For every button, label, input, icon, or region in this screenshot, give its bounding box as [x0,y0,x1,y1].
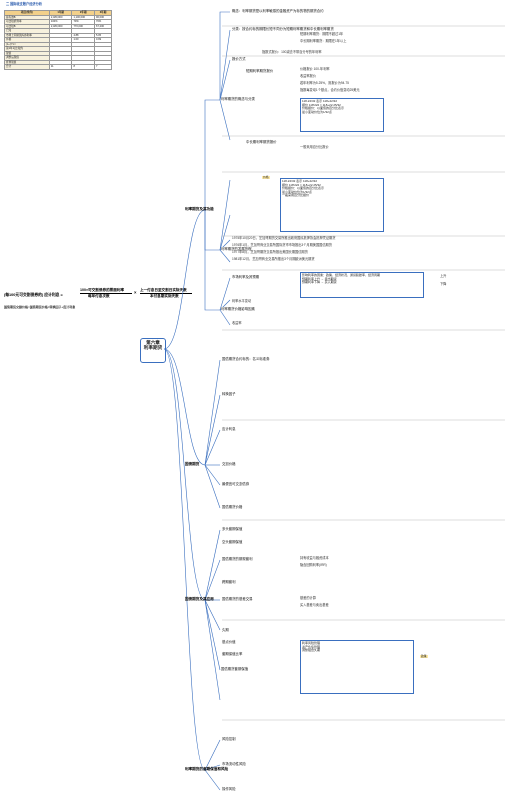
node-concept-classification[interactable]: 利率期货的概念与分类 [221,97,255,101]
node-accrued-interest[interactable]: 应计利息 [222,427,236,431]
branch-hedging-risk[interactable]: 利率期货的套期保值和风险 [185,767,229,771]
table-cell: 8 [71,64,96,70]
node-carry: 持有收益与融资成本 [300,556,329,560]
node-irr: 隐含回购利率(IRR) [300,563,327,567]
history-1975: 1975年10月20日，芝加哥期货交易所推出政府国民抵押协会抵押凭证期货 [232,236,336,240]
detail-price-quote: 价格报价 100-年利率 [300,67,330,71]
node-futures-price[interactable]: 国债期货价格 [222,505,243,509]
detail-line: 预期利率上升 → 卖出期货 [302,276,337,281]
page-title: 二 国际收支账户经济分析 [6,2,42,6]
detail-line: 资产负债管理 [302,644,321,649]
detail-line: 最小变动价位为1/32点 [282,189,312,194]
node-calendar-spread[interactable]: 跨期套利 [222,580,236,584]
detail-line: 价格报价：以面值的百分比表示 [282,186,325,191]
detail-example: 若年利率为5.25%，则报价为94.75 [300,81,349,85]
tag-rise: 上升 [440,274,447,278]
days-denominator: 本付息期实际天数 [150,294,179,298]
node-long-term-quote[interactable]: 中长期利率期货报价 [246,140,277,144]
table-cell: 11 [48,64,73,70]
tag-quote: 价格 [262,175,270,180]
node-quote-method[interactable]: 报价方式 [232,57,246,61]
node-short-term: 短期利率期货：期限不超过1年 [300,32,344,36]
node-long-hedge[interactable]: 多头套期保值 [222,527,243,531]
node-long-term: 中长期利率期货：期限在1年以上 [300,39,347,43]
node-classification[interactable]: 分类：按合约标的期限长短不同分为短期利率期货和中长期利率期货 [232,27,334,31]
tag-fall: 下降 [440,282,447,286]
long-quote-box: 118-22/32 表示 118+22/32 报价 118'222 = 118+… [280,178,384,232]
node-market-rate[interactable]: 市场利率及其预期 [232,275,260,279]
detail-line: 最小变动价位为1/32点 [302,109,332,114]
detail-line: 报价 118'222 = 118+22.25/32 [302,102,341,107]
node-notional-bond[interactable]: 国债期货合约标的：名义标准券 [222,357,270,361]
tag-policy: 政策 [420,654,428,659]
rate-factors-box: 影响利率的因素：政策、经济状况、通货膨胀率、经济周期 预期利率上升 → 卖出期货… [300,272,424,298]
fraction-bar [80,293,132,294]
node-basis-calc: 基差的计算 [300,596,316,600]
detail-line: 调整组合久期 [302,648,321,653]
history-1976: 1976年1月，芝加哥商业交易所国际货币市场推出3个月期美国国债期货 [232,243,332,247]
node-delivery-price[interactable]: 交割价格 [222,462,236,466]
root-node[interactable]: 第六章利率期货 [140,338,166,363]
detail-line: 报价 118'222 = 118+22.25/32 [282,182,321,187]
accrued-interest-numerator: 100×可交割债券的票面利率 [80,288,125,292]
node-bpv[interactable]: 基点价值 [222,640,236,644]
branch-treasury-futures-application[interactable]: 国债期货及其应用 [185,597,214,601]
detail-line: 影响利率的因素：政策、经济状况、通货膨胀率、经济周期 [302,273,381,277]
detail-line: 118-22/32 表示 118+22/32 [282,179,317,183]
history-1981: 1981年12月，芝加哥商业交易所推出3个月期欧洲美元期货 [232,257,315,261]
multiply-sign: × [134,290,137,295]
node-basis-trade[interactable]: 国债期货的基差交易 [222,597,253,601]
node-liquidity-risk[interactable]: 市场流动性风险 [222,762,246,766]
detail-percent-quote: 一般采用百分比报价 [300,145,329,149]
node-basis-buy-sell: 买入基差与卖出基差 [300,603,329,607]
node-risk-control[interactable]: 风险控制 [222,737,236,741]
hedge-detail-box: 利率风险管理 资产负债管理 调整组合久期 [300,640,414,694]
days-numerator: 上一付息日至交割日实际天数 [140,288,187,292]
detail-line: 预期利率下降 → 买入期货 [302,280,337,285]
detail-index-quote: 指数式报价：100减去不带百分号的年利率 [262,50,322,54]
accrued-interest-formula-label: (每100元可交割债券的) 应计利息 = [4,293,63,297]
delivery-price-formula: 国债期货交割价格=国债期货价格×转换因子+应计利息 [4,305,76,309]
detail-tick-value: 指数每变动1个基点，合约价值变动25美元 [300,88,360,92]
history-1977: 1977年8月，芝加哥期货交易所推出美国长期国债期货 [232,250,308,254]
node-conversion-factor[interactable]: 转换因子 [222,392,236,396]
node-short-hedge[interactable]: 空头套期保值 [222,540,243,544]
detail-line: 价格报价：以面值的百分比表示 [302,106,345,111]
branch-treasury-futures[interactable]: 国债期货 [185,462,200,466]
detail-yield: 收益率 [232,321,242,325]
node-hedge-ratio[interactable]: 套期保值比率 [222,652,243,656]
detail-yield-quote: 收益率报价 [300,74,316,78]
accrued-interest-denominator: 每年付息次数 [88,294,110,298]
quote-detail-box: 118-22/32 表示 118+22/32 报价 118'222 = 118+… [300,98,384,132]
node-concept[interactable]: 概念：利率期货是以利率敏感的金融资产为标的物的期货合约 [232,9,324,13]
node-short-term-quote[interactable]: 短期利率期货报价 [246,69,274,73]
node-operational-risk[interactable]: 操作风险 [222,787,236,791]
table-cell: 7 [94,64,112,70]
node-hedging[interactable]: 国债期货套期保值 [221,667,249,671]
detail-line: 利率风险管理 [302,641,321,645]
node-history[interactable]: 利率期货的发展历程 [221,247,252,251]
root-label: 第六章利率期货 [143,340,163,351]
detail-rate-change: 利率水平变动 [232,299,252,303]
branch-interest-futures[interactable]: 利率期货及其功能 [185,207,214,211]
node-ctd[interactable]: 最便宜可交割债券 [222,482,250,486]
node-price-factors[interactable]: 利率期货价格影响因素 [221,307,255,311]
detail-line: 118-22/32 表示 118+22/32 [302,99,337,103]
node-duration[interactable]: 久期 [222,628,229,632]
node-cash-carry[interactable]: 国债期货的期现套利 [222,557,253,561]
detail-line: 一般采用百分比报价 [282,193,310,198]
table-cell: 合计 [4,64,50,70]
